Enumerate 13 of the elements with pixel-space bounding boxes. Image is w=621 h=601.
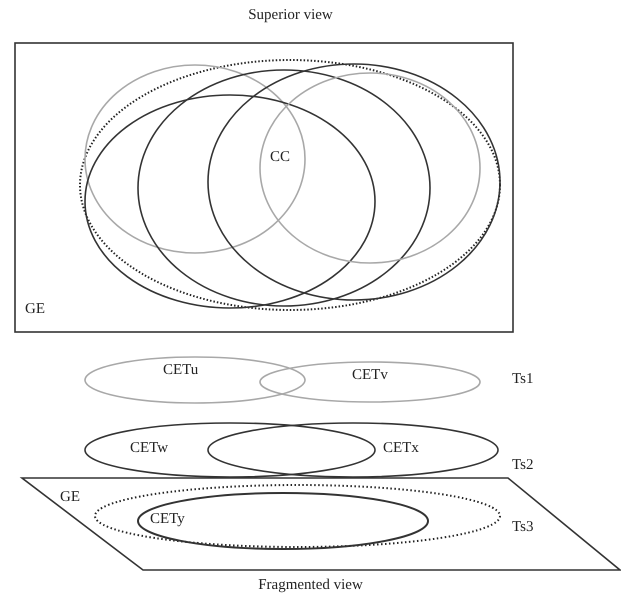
set-label: CETw [130, 441, 168, 456]
region-label: CC [270, 150, 290, 165]
set-label: CETy [150, 512, 185, 527]
layer-label: Ts3 [512, 520, 534, 535]
set-label: CETx [383, 441, 419, 456]
set-label: CETu [163, 363, 198, 378]
layer-label: Ts1 [512, 372, 534, 387]
set-label: GE [25, 302, 45, 317]
layer-label: Ts2 [512, 458, 534, 473]
view-caption: Fragmented view [257, 578, 364, 593]
set-label: GE [60, 490, 80, 505]
view-title: Superior view [247, 8, 334, 23]
set-label: CETv [352, 368, 388, 383]
